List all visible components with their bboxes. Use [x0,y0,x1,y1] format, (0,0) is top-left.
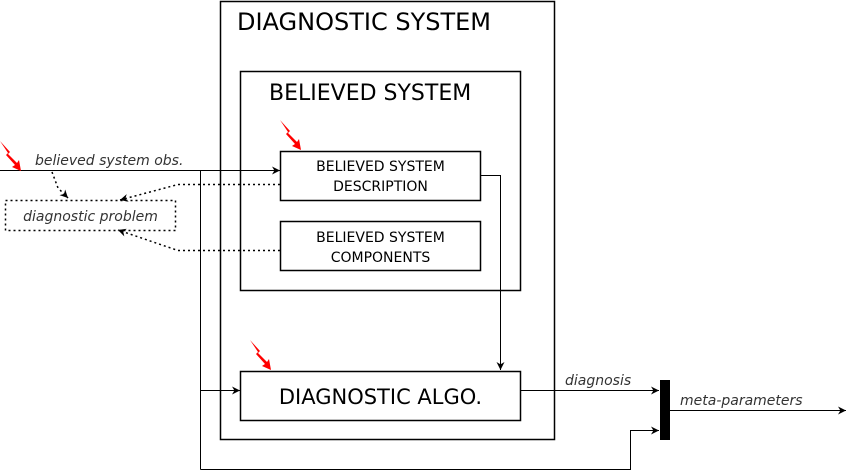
lightning-bolt-icon [280,120,301,150]
components-to-problem-dotted [117,228,280,252]
observations-to-bar-path [200,426,659,470]
description-to-algorithm-arrow [480,175,505,370]
believed-system-components-box [279,220,482,272]
believed-system-components-line1: BELIEVED SYSTEM [316,230,445,246]
diagnostic-problem-box [4,199,177,232]
observations-label: believed system obs. [35,153,183,169]
diagnostic-algorithm-title: DIAGNOSTIC ALGO. [279,385,482,409]
diagnostic-algorithm-box [239,370,522,422]
diagnostic-problem-label: diagnostic problem [23,209,158,225]
believed-system-title: BELIEVED SYSTEM [269,81,471,106]
description-to-problem-dotted [119,183,280,202]
observations-to-problem-dotted [51,171,69,199]
diagnosis-label: diagnosis [565,373,631,389]
meta-combiner-bar [660,380,670,440]
lightning-bolt-icon [0,141,21,171]
believed-system-description-line2: DESCRIPTION [333,179,428,195]
diagnostic-system-box [219,0,556,441]
diagnostic-system-title: DIAGNOSTIC SYSTEM [237,8,491,36]
believed-system-components-line2: COMPONENTS [331,250,431,266]
believed-system-box [239,70,522,292]
meta-parameters-label: meta-parameters [680,393,803,409]
lightning-bolt-icon [250,340,271,370]
believed-system-description-line1: BELIEVED SYSTEM [316,159,445,175]
